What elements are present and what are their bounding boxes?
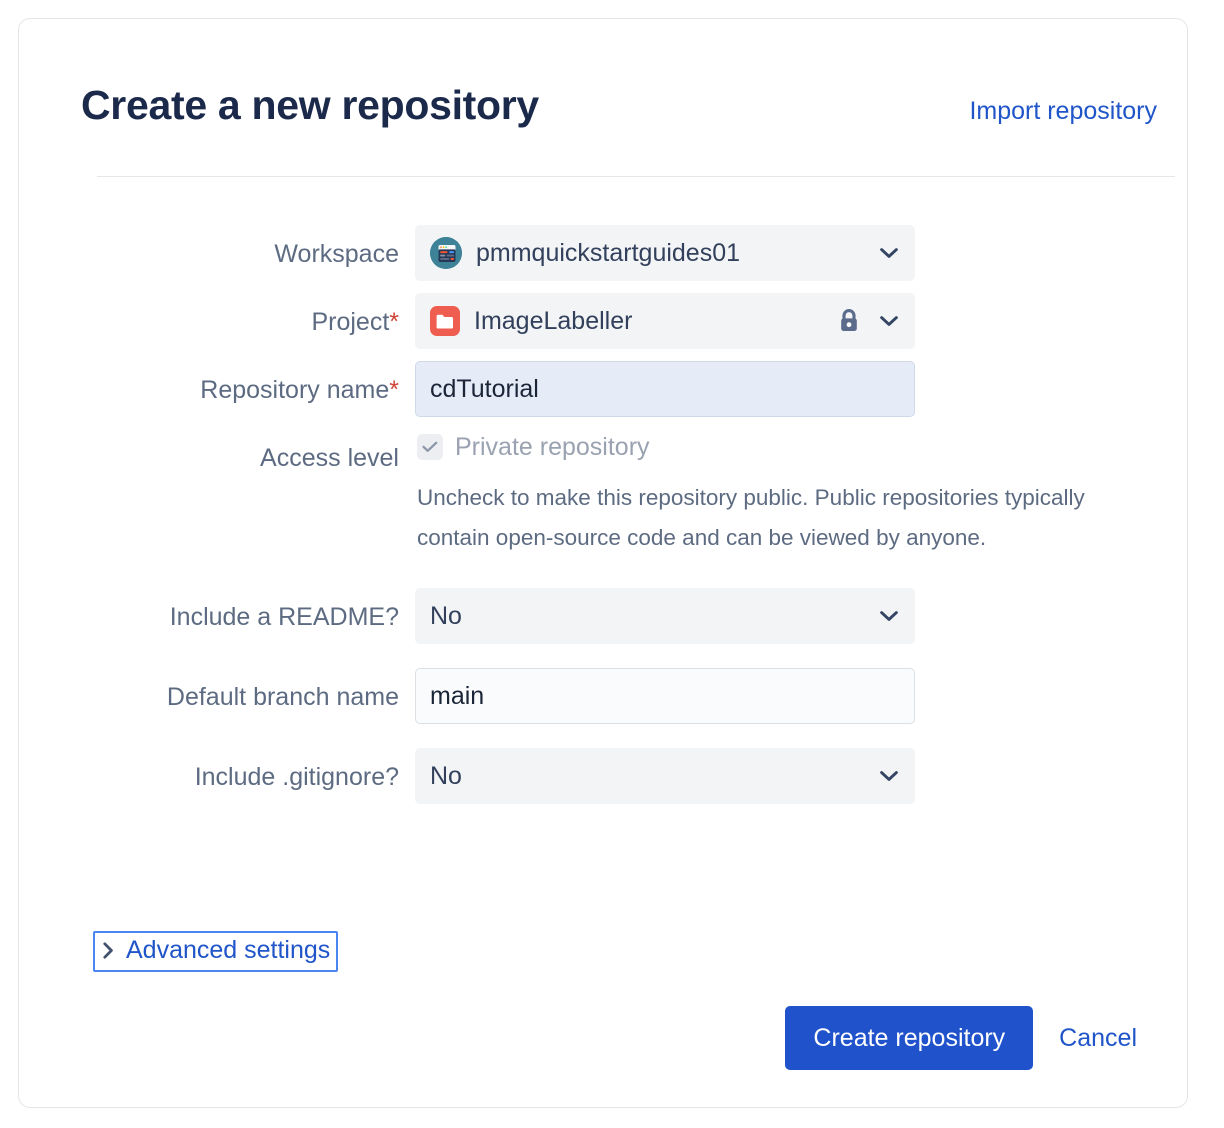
workspace-field: pmmquickstartguides01 xyxy=(415,225,1177,281)
advanced-settings-toggle[interactable]: Advanced settings xyxy=(93,931,338,972)
access-level-row: Access level Private repository Uncheck … xyxy=(97,429,1177,558)
cancel-link[interactable]: Cancel xyxy=(1059,1024,1137,1053)
advanced-settings-wrap: Advanced settings xyxy=(93,931,338,972)
workspace-label: Workspace xyxy=(97,225,415,270)
private-repository-checkbox[interactable] xyxy=(417,434,443,460)
default-branch-label-text: Default branch name xyxy=(167,683,399,711)
project-field: ImageLabeller xyxy=(415,293,1177,349)
project-label-text: Project xyxy=(311,308,389,336)
default-branch-input[interactable] xyxy=(415,668,915,724)
repository-name-label-text: Repository name xyxy=(200,376,389,404)
create-repository-button[interactable]: Create repository xyxy=(785,1006,1033,1070)
include-readme-field: No xyxy=(415,588,1177,644)
chevron-down-icon[interactable] xyxy=(880,607,898,625)
import-repository-link[interactable]: Import repository xyxy=(969,97,1157,126)
repository-name-input[interactable] xyxy=(415,361,915,417)
access-level-label: Access level xyxy=(97,429,415,474)
private-repository-checkbox-row[interactable]: Private repository xyxy=(415,429,1177,465)
include-gitignore-field: No xyxy=(415,748,1177,804)
project-select[interactable]: ImageLabeller xyxy=(415,293,915,349)
chevron-down-icon[interactable] xyxy=(880,767,898,785)
include-gitignore-value: No xyxy=(430,762,462,791)
workspace-select[interactable]: pmmquickstartguides01 xyxy=(415,225,915,281)
create-repository-form: Workspace xyxy=(97,225,1177,816)
include-readme-select[interactable]: No xyxy=(415,588,915,644)
repository-name-required-marker: * xyxy=(389,376,399,404)
project-label: Project* xyxy=(97,293,415,338)
page-title: Create a new repository xyxy=(81,81,539,130)
repository-name-label: Repository name* xyxy=(97,361,415,406)
check-icon xyxy=(422,441,438,453)
chevron-right-icon xyxy=(101,942,115,960)
default-branch-row: Default branch name xyxy=(97,668,1177,724)
include-readme-value: No xyxy=(430,602,462,631)
lock-icon xyxy=(836,307,862,335)
workspace-row: Workspace xyxy=(97,225,1177,281)
default-branch-label: Default branch name xyxy=(97,668,415,714)
repository-name-row: Repository name* xyxy=(97,361,1177,417)
access-level-help-text: Uncheck to make this repository public. … xyxy=(417,478,1097,558)
include-gitignore-select[interactable]: No xyxy=(415,748,915,804)
include-gitignore-label: Include .gitignore? xyxy=(97,748,415,793)
advanced-settings-label: Advanced settings xyxy=(126,936,330,965)
form-actions: Create repository Cancel xyxy=(785,1006,1137,1070)
repository-name-field xyxy=(415,361,1177,417)
project-row: Project* ImageLabeller xyxy=(97,293,1177,349)
chevron-down-icon[interactable] xyxy=(880,312,898,330)
include-gitignore-row: Include .gitignore? No xyxy=(97,748,1177,804)
default-branch-field xyxy=(415,668,1177,724)
chevron-down-icon[interactable] xyxy=(880,244,898,262)
private-repository-label: Private repository xyxy=(455,433,650,462)
access-level-label-text: Access level xyxy=(260,444,399,472)
include-readme-label: Include a README? xyxy=(97,588,415,633)
header-divider xyxy=(97,176,1175,177)
include-gitignore-label-text: Include .gitignore? xyxy=(195,763,399,791)
project-required-marker: * xyxy=(389,308,399,336)
access-level-field: Private repository Uncheck to make this … xyxy=(415,429,1177,558)
include-readme-row: Include a README? No xyxy=(97,588,1177,644)
card-header: Create a new repository Import repositor… xyxy=(81,81,1157,130)
workspace-avatar-icon xyxy=(430,237,462,269)
workspace-value: pmmquickstartguides01 xyxy=(476,239,740,268)
create-repository-card: Create a new repository Import repositor… xyxy=(18,18,1188,1108)
include-readme-label-text: Include a README? xyxy=(170,603,399,631)
workspace-label-text: Workspace xyxy=(274,240,399,268)
folder-icon xyxy=(430,306,460,336)
project-value: ImageLabeller xyxy=(474,307,632,336)
